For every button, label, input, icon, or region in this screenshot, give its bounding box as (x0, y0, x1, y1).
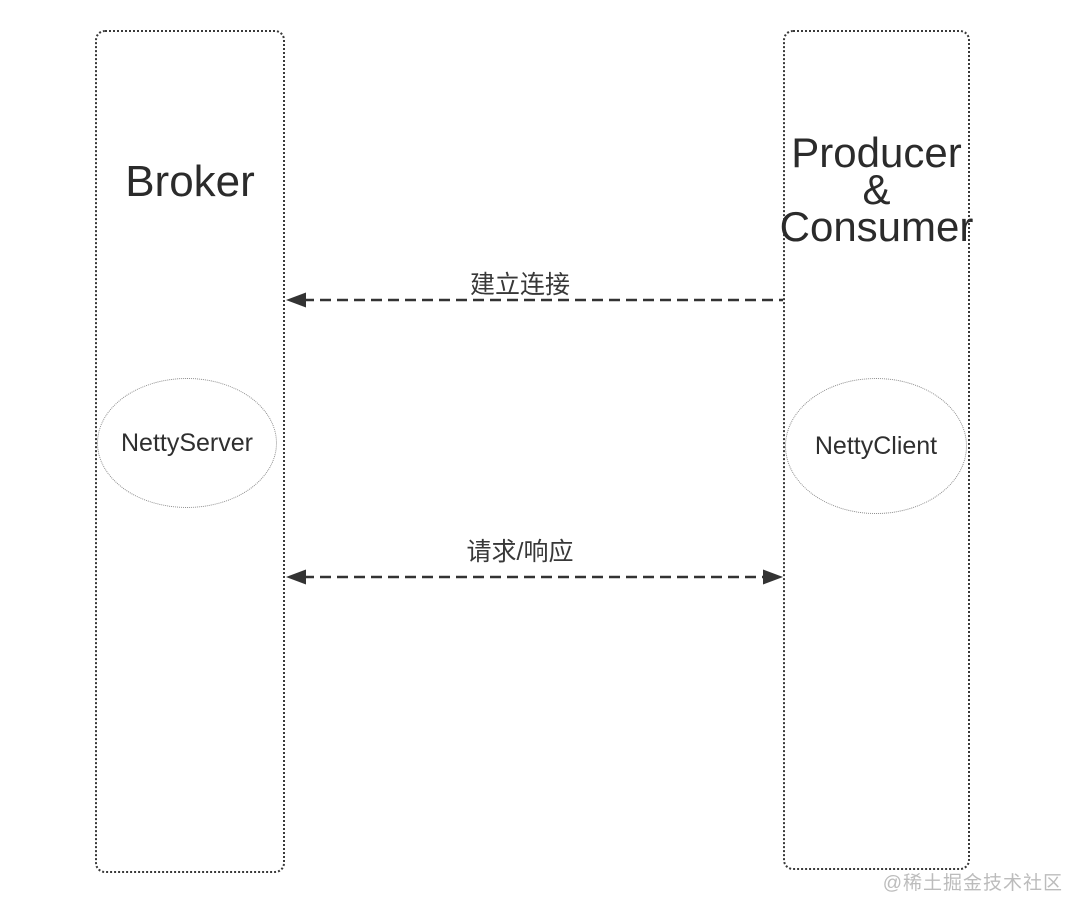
arrowhead-left-icon (286, 569, 306, 585)
establish-connection-arrow-label: 建立连接 (469, 271, 570, 299)
arrowhead-left-icon (286, 292, 306, 308)
netty-server-label: NettyServer (121, 428, 253, 457)
request-response-arrow-label: 请求/响应 (466, 538, 574, 566)
watermark: @稀土掘金技术社区 (882, 873, 1063, 894)
arrowhead-right-icon (763, 569, 783, 585)
broker-label: Broker (125, 157, 255, 206)
netty-client-label: NettyClient (814, 431, 938, 460)
netty-client-ellipse: NettyClient (785, 378, 967, 514)
netty-server-ellipse: NettyServer (97, 378, 277, 508)
producer-consumer-label-line2: & (862, 166, 891, 213)
producer-consumer-label-line3: Consumer (779, 203, 974, 250)
request-response-arrow (286, 569, 783, 585)
producer-consumer-label: Producer & Consumer (768, 129, 985, 250)
producer-consumer-label-line1: Producer (791, 129, 962, 176)
